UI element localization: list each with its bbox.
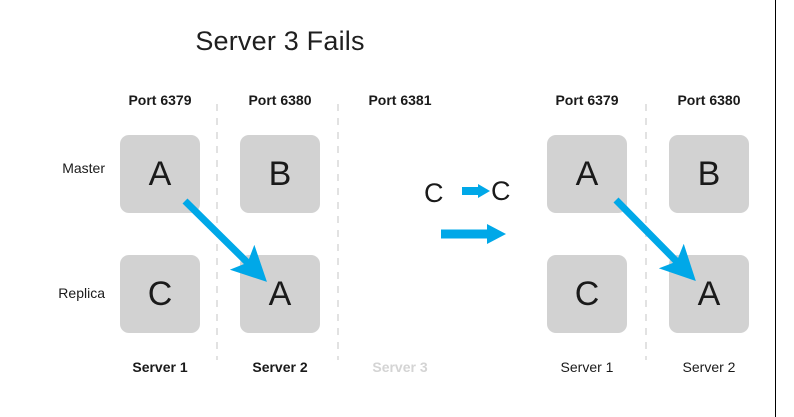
node-label: A: [698, 277, 721, 311]
port-label-left-1: Port 6379: [120, 92, 200, 108]
slide-right-border: [775, 0, 776, 417]
node-right-replica-2: A᳽: [669, 255, 749, 333]
server-label-right-2: Server 2: [669, 359, 749, 375]
node-label: A: [576, 157, 599, 191]
left-divider-2: [337, 104, 339, 360]
node-label: C: [575, 277, 600, 311]
legend-from: C᳽: [424, 178, 444, 207]
node-label: B: [269, 157, 292, 191]
server-label-right-1: Server 1: [547, 359, 627, 375]
node-right-master-1: A: [547, 135, 627, 213]
node-label: A: [149, 157, 172, 191]
node-label: B: [698, 157, 721, 191]
page-title: Server 3 Fails: [0, 26, 560, 57]
legend-to: C: [491, 178, 511, 205]
right-divider-1: [645, 104, 647, 360]
legend-from-label: C: [424, 178, 444, 208]
port-label-left-3: Port 6381: [360, 92, 440, 108]
node-left-master-2: B: [240, 135, 320, 213]
node-right-replica-1: C: [547, 255, 627, 333]
server-label-left-1: Server 1: [120, 359, 200, 375]
port-label-right-2: Port 6380: [669, 92, 749, 108]
server-label-left-2: Server 2: [240, 359, 320, 375]
server-label-left-3: Server 3: [360, 359, 440, 375]
node-label: A: [269, 277, 292, 311]
node-left-replica-1: C᳽: [120, 255, 200, 333]
port-label-right-1: Port 6379: [547, 92, 627, 108]
row-label-master: Master: [0, 160, 105, 176]
port-label-left-2: Port 6380: [240, 92, 320, 108]
left-divider-1: [216, 104, 218, 360]
node-label: C: [148, 277, 173, 311]
node-left-replica-2: A᳽: [240, 255, 320, 333]
node-left-master-1: A: [120, 135, 200, 213]
right-arrow-icon-standalone: [441, 224, 506, 244]
row-label-replica: Replica: [0, 285, 105, 301]
node-right-master-2: B: [669, 135, 749, 213]
right-arrow-icon-legend: [462, 184, 490, 198]
